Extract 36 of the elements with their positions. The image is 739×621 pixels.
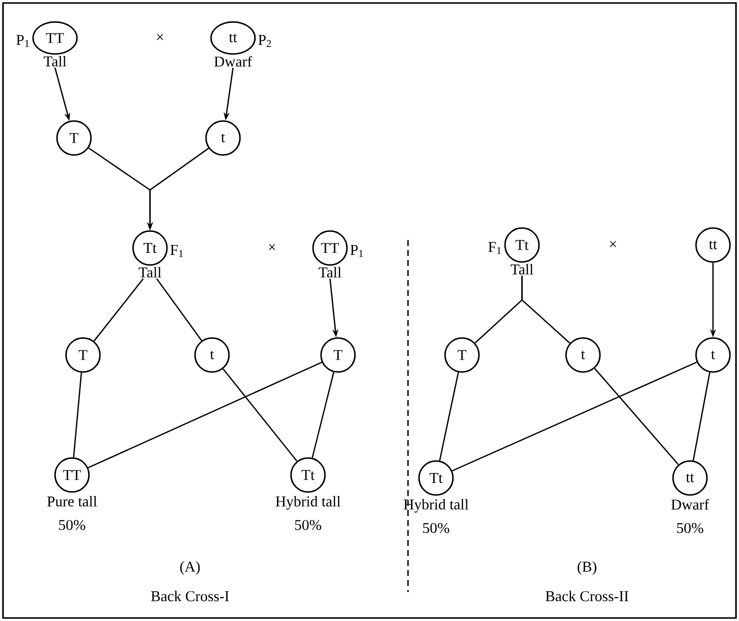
node-caption: 50% <box>59 520 86 530</box>
connector <box>594 368 679 466</box>
panel-caption: Back Cross-I <box>151 590 229 602</box>
node-caption: F$_{1}$ <box>488 242 501 254</box>
node-caption: Tall <box>510 264 534 274</box>
node-caption: P$_{1}$ <box>350 245 363 257</box>
panel-label: (B) <box>578 561 596 575</box>
cross-sign: × <box>156 34 164 40</box>
node-caption: F$_{1}$ <box>170 245 183 257</box>
connector <box>521 276 570 344</box>
connector <box>156 278 202 341</box>
node-caption: Hybrid tall <box>276 496 340 510</box>
connector <box>312 372 334 458</box>
cross-sign: × <box>268 244 276 250</box>
node-caption: P$_{1}$ <box>16 35 29 47</box>
connector <box>72 372 82 458</box>
connector <box>452 362 698 472</box>
panel-caption: Back Cross-II <box>546 590 628 602</box>
node-caption: 50% <box>423 522 450 534</box>
node-caption: 50% <box>677 522 704 534</box>
node-caption: Pure tall <box>47 496 97 506</box>
node-caption: Dwarf <box>671 498 710 510</box>
connector <box>88 362 322 468</box>
connector <box>692 372 710 461</box>
connector <box>94 278 144 342</box>
node-caption: 50% <box>295 520 322 530</box>
node-caption: Hybrid tall <box>404 498 468 513</box>
node-caption: Dwarf <box>214 56 252 67</box>
node-caption: P$_{2}$ <box>258 35 271 47</box>
panel-label: (A) <box>180 561 200 575</box>
node-caption: Tall <box>44 56 66 66</box>
connector <box>222 368 298 462</box>
node-caption: Tall <box>138 266 162 278</box>
connector <box>439 372 459 461</box>
node-caption: Tall <box>318 266 342 278</box>
cross-sign: × <box>610 240 616 248</box>
